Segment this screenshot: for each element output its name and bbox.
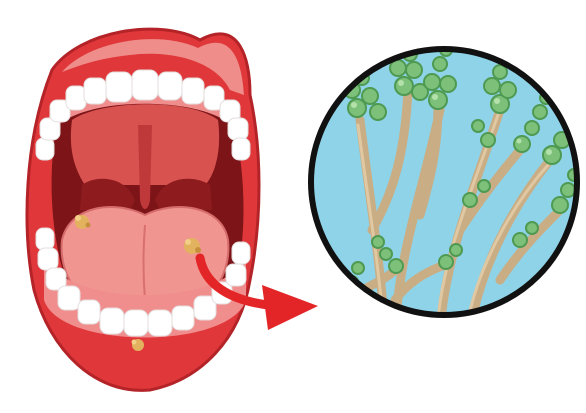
open-mouth-icon [27, 29, 259, 390]
fungal-hyphae-icon [311, 44, 580, 330]
caption [30, 398, 530, 406]
arrow-head [262, 285, 318, 330]
uvula [138, 125, 152, 209]
